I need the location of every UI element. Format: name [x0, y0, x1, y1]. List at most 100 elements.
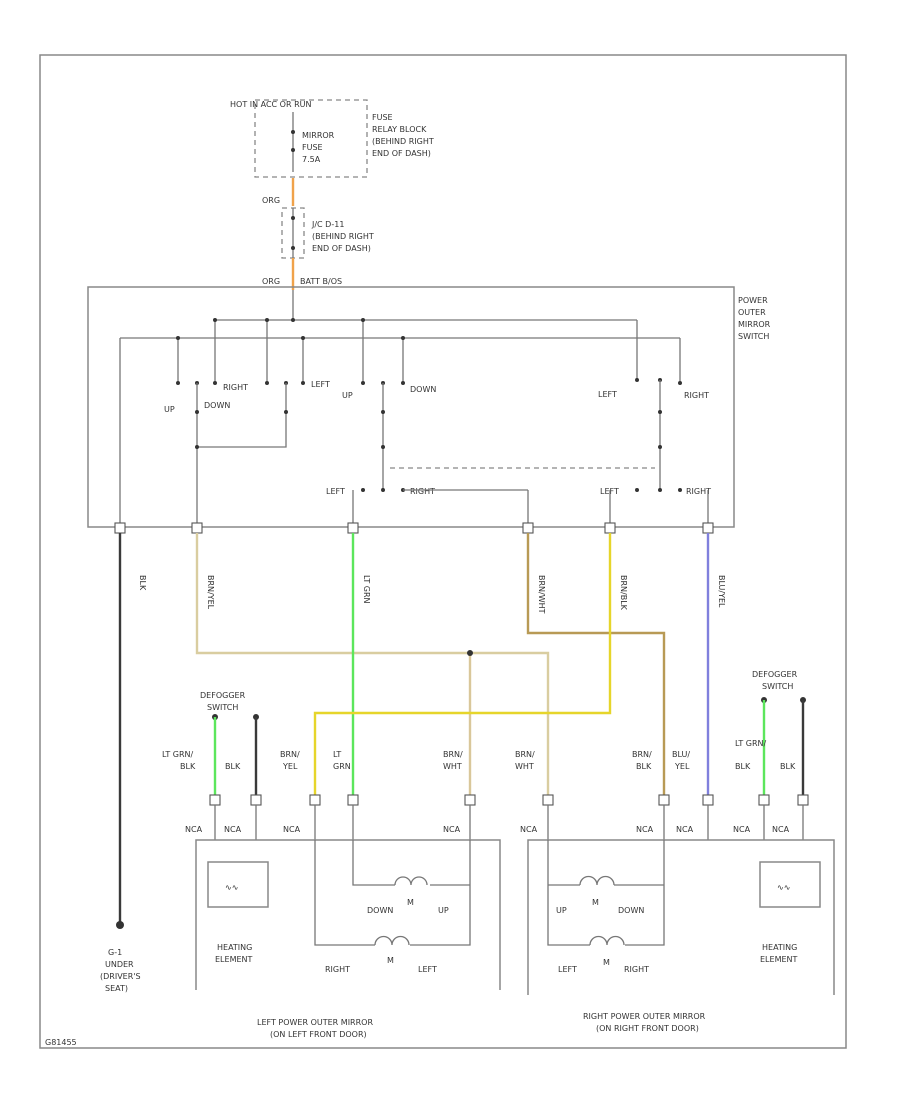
harness-label-brn-blk: BRN/BLK: [619, 575, 628, 611]
ground-point: [116, 921, 124, 929]
left-defogger-1: DEFOGGER: [200, 691, 246, 700]
left-wl-8: WHT: [443, 762, 462, 771]
right-motor-left: LEFT: [558, 965, 577, 974]
sw-label-right-1: RIGHT: [223, 383, 248, 392]
right-heating-1: HEATING: [762, 943, 797, 952]
left-caption-2: (ON LEFT FRONT DOOR): [270, 1030, 367, 1039]
switch-lower-contacts: [361, 488, 682, 492]
harness-label-brn-yel: BRN/YEL: [206, 575, 215, 610]
sw-label-down-1: DOWN: [204, 401, 230, 410]
right-caption-1: RIGHT POWER OUTER MIRROR: [583, 1012, 706, 1021]
left-defogger-2: SWITCH: [207, 703, 238, 712]
left-wl-4: YEL: [282, 762, 298, 771]
sw-label-left-2: LEFT: [598, 390, 617, 399]
switch-mid-dots: [195, 410, 662, 449]
left-heating-1: HEATING: [217, 943, 252, 952]
switch-bus-junctions: [176, 318, 405, 340]
left-caption-1: LEFT POWER OUTER MIRROR: [257, 1018, 373, 1027]
outer-frame: [39, 54, 847, 1049]
fuse-block-line3: (BEHIND RIGHT: [372, 137, 434, 146]
left-nca-4: NCA: [443, 825, 461, 834]
harness-label-blu-yel: BLU/YEL: [717, 575, 726, 608]
left-wl-2: BLK: [225, 762, 241, 771]
right-heating-2: ELEMENT: [760, 955, 798, 964]
left-pin-stubs: [214, 805, 471, 840]
right-wl-8: BLK: [780, 762, 796, 771]
right-motor-m1: M: [592, 898, 599, 907]
ground-line-2: UNDER: [105, 960, 134, 969]
switch-title-2: OUTER: [738, 308, 766, 317]
sw-label-up-2: UP: [342, 391, 353, 400]
left-motor-right: RIGHT: [325, 965, 350, 974]
right-heater-glyph: ∿∿: [777, 883, 790, 892]
wire-tag: BATT B/OS: [300, 277, 342, 286]
right-wl-3: BLK: [636, 762, 652, 771]
right-nca-4: NCA: [733, 825, 751, 834]
right-motor-up: UP: [556, 906, 567, 915]
switch-contact-feeds: [177, 320, 681, 383]
sw-label-left-3: LEFT: [326, 487, 345, 496]
right-connector-pins: [542, 794, 809, 806]
right-nca-2: NCA: [636, 825, 654, 834]
left-wl-6: GRN: [333, 762, 351, 771]
sw-label-left-1: LEFT: [311, 380, 330, 389]
left-motor-left: LEFT: [418, 965, 437, 974]
fuse-word: FUSE: [302, 143, 323, 152]
left-heating-element: [207, 861, 269, 908]
fuse-name: MIRROR: [302, 131, 335, 140]
fuse-rating: 7.5A: [302, 155, 321, 164]
harness-label-brn-wht: BRN/WHT: [537, 575, 546, 614]
switch-bus-lines: [120, 290, 680, 339]
left-nca-1: NCA: [185, 825, 203, 834]
hot-label: HOT IN ACC OR RUN: [230, 100, 311, 109]
left-wl-7: BRN/: [443, 750, 463, 759]
fuse-block-line4: END OF DASH): [372, 149, 431, 158]
left-motor-down: DOWN: [367, 906, 393, 915]
right-wl-5: YEL: [674, 762, 690, 771]
jc-line3: END OF DASH): [312, 244, 371, 253]
switch-internal-links: [196, 380, 661, 527]
left-wl-5: LT: [333, 750, 341, 759]
jc-dot-bottom: [291, 246, 295, 250]
right-nca-5: NCA: [772, 825, 790, 834]
wire-brn-blk: [526, 533, 666, 798]
wire-org2-label: ORG: [262, 277, 280, 286]
right-wl-1: WHT: [515, 762, 534, 771]
right-motor-ud-coil: [579, 875, 615, 886]
right-caption-2: (ON RIGHT FRONT DOOR): [596, 1024, 699, 1033]
sw-label-up-1: UP: [164, 405, 175, 414]
switch-title-4: SWITCH: [738, 332, 769, 341]
left-motor-wiring: [314, 840, 471, 946]
fuse-dot-top: [291, 130, 295, 134]
sw-label-down-2: DOWN: [410, 385, 436, 394]
right-nca-1: NCA: [520, 825, 538, 834]
switch-title-3: MIRROR: [738, 320, 771, 329]
wire-brn-yel: [195, 533, 550, 798]
switch-upper-contacts: [176, 378, 682, 385]
right-defogger-2: SWITCH: [762, 682, 793, 691]
harness-label-blk: BLK: [138, 575, 147, 591]
left-motor-lr-coil: [374, 935, 410, 946]
wire-org-label: ORG: [262, 196, 280, 205]
right-nca-3: NCA: [676, 825, 694, 834]
left-mirror-box: [195, 839, 501, 990]
fuse-block-line1: FUSE: [372, 113, 393, 122]
switch-harness-pins: [114, 522, 714, 534]
switch-output-links: [352, 489, 709, 527]
right-wl-0: BRN/: [515, 750, 535, 759]
ground-line-4: SEAT): [105, 984, 128, 993]
ground-line-3: (DRIVER'S: [100, 972, 141, 981]
right-defogger-1: DEFOGGER: [752, 670, 798, 679]
left-motor-m2: M: [387, 956, 394, 965]
fuse-dot-bottom: [291, 148, 295, 152]
splice-brn-yel: [467, 650, 473, 656]
left-nca-2: NCA: [224, 825, 242, 834]
right-motor-lr-coil: [589, 935, 625, 946]
right-wl-6: LT GRN/: [735, 739, 767, 748]
right-heating-element: [759, 861, 821, 908]
jc-dot-top: [291, 216, 295, 220]
left-motor-up: UP: [438, 906, 449, 915]
right-wl-4: BLU/: [672, 750, 690, 759]
